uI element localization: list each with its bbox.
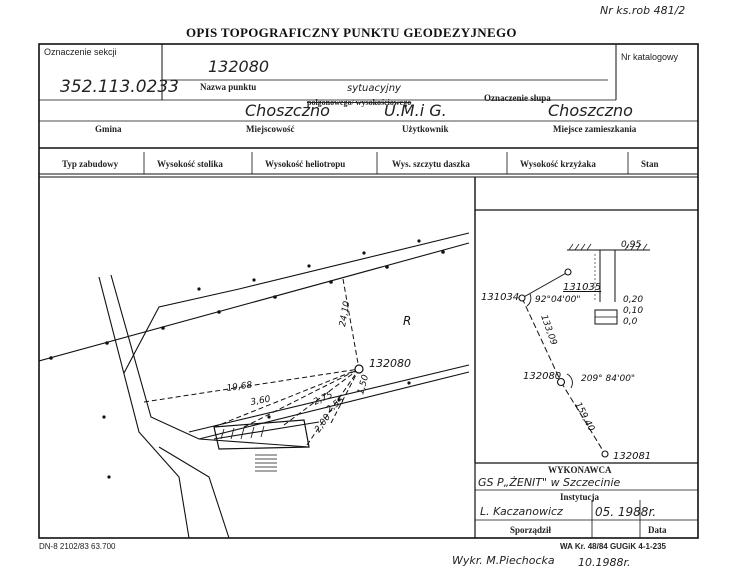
drawn-by: Wykr. M.Piechocka bbox=[452, 554, 555, 567]
residence-value: Choszczno bbox=[548, 101, 633, 120]
gmina-value: Choszczno bbox=[245, 101, 330, 120]
label-point-name: Nazwa punktu bbox=[200, 82, 257, 92]
label-institution: Instytucja bbox=[560, 492, 600, 502]
col-roof-height: Wys. szczytu daszka bbox=[392, 159, 470, 169]
label-section: Oznaczenie sekcji bbox=[44, 47, 117, 57]
label-contractor: WYKONAWCA bbox=[548, 465, 612, 475]
label-gmina: Gmina bbox=[95, 124, 122, 134]
reference-number: Nr ks.rob 481/2 bbox=[600, 4, 686, 17]
depth-4: 0,0 bbox=[623, 317, 638, 327]
compiled-by-value: L. Kaczanowicz bbox=[480, 505, 563, 518]
label-locality: Miejscowość bbox=[246, 124, 295, 134]
label-date: Data bbox=[648, 525, 667, 535]
label-catalog: Nr katalogowy bbox=[621, 52, 679, 62]
col-building-type: Typ zabudowy bbox=[62, 159, 119, 169]
col-table-height: Wysokość stolika bbox=[157, 159, 223, 169]
dist-a: 3,60 bbox=[250, 395, 272, 408]
drawn-date: 10.1988r. bbox=[578, 556, 631, 569]
diagram-angle-1: 92°04'00" bbox=[535, 295, 580, 305]
col-status: Stan bbox=[641, 159, 659, 169]
label-residence: Miejsce zamieszkania bbox=[553, 124, 637, 134]
depth-1: 0,95 bbox=[621, 240, 641, 250]
col-cross-height: Wysokość krzyżaka bbox=[520, 159, 596, 169]
label-point-type: polgonowego/ wysokościowego bbox=[307, 98, 412, 107]
user-value: U.M.i G. bbox=[384, 101, 447, 120]
col-heliotrope-height: Wysokość heliotropu bbox=[265, 159, 346, 169]
control-diagram: 0,95 0,20 0,10 0,0 131034 131035 132080 … bbox=[481, 240, 651, 462]
dist-top: 24,10 bbox=[338, 300, 352, 327]
section-number: 352.113.0233 bbox=[60, 77, 179, 97]
label-user: Użytkownik bbox=[402, 124, 449, 134]
diagram-dist-2: 159,40 bbox=[572, 401, 596, 434]
sketch-area-letter: R bbox=[403, 314, 411, 328]
label-compiled: Sporządził bbox=[510, 525, 552, 535]
point-number: 132080 bbox=[208, 57, 270, 76]
depth-3: 0,10 bbox=[623, 306, 643, 316]
sketch-point-label: 132080 bbox=[369, 357, 411, 370]
footer-right: WA Kr. 48/84 GUGiK 4-1-235 bbox=[560, 542, 666, 551]
label-pole: Oznaczenie słupa bbox=[484, 93, 551, 103]
diagram-point-2: 131035 bbox=[563, 282, 601, 293]
diagram-point-4: 132081 bbox=[613, 451, 651, 462]
diagram-point-1: 131034 bbox=[481, 292, 519, 303]
form-title: OPIS TOPOGRAFICZNY PUNKTU GEODEZYJNEGO bbox=[186, 25, 517, 40]
dist-e: 1,50 bbox=[356, 374, 371, 396]
point-type-handwritten: sytuacyjny bbox=[347, 83, 401, 94]
date-value: 05. 1988r. bbox=[595, 505, 657, 519]
situation-sketch: 132080 R 24,10 19,68 3,60 2,75 2,55 2,00… bbox=[39, 232, 470, 538]
footer-left: DN-8 2102/83 63.700 bbox=[39, 542, 116, 551]
diagram-point-3: 132080 bbox=[523, 371, 561, 382]
diagram-angle-2: 209° 84'00" bbox=[581, 374, 635, 384]
dist-left: 19,68 bbox=[226, 380, 253, 394]
depth-2: 0,20 bbox=[623, 295, 643, 305]
contractor-value: GS P„ŻENIT" w Szczecinie bbox=[478, 476, 621, 489]
diagram-dist-1: 133,09 bbox=[538, 314, 558, 347]
